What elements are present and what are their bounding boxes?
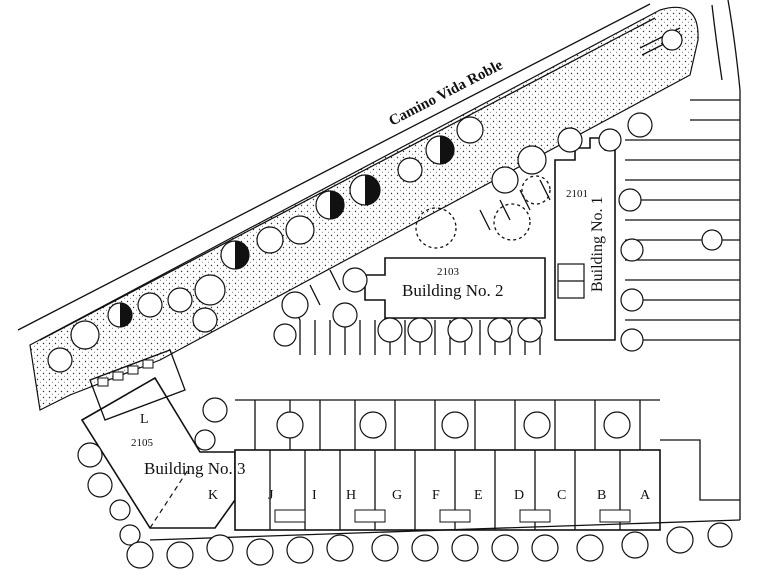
right-boundary-inner bbox=[711, 4, 723, 81]
road-edge-line-inner bbox=[39, 17, 656, 341]
unit-label-e: E bbox=[474, 488, 483, 503]
building-2-number: 2103 bbox=[437, 266, 460, 278]
building-3-label: Building No. 3 bbox=[144, 459, 246, 478]
unit-label-d: D bbox=[514, 488, 524, 503]
building-3-number: 2105 bbox=[131, 437, 154, 449]
walkway-pavers bbox=[97, 359, 154, 387]
unit-label-l: L bbox=[140, 412, 149, 427]
east-entrance bbox=[660, 439, 740, 501]
garage-stalls bbox=[235, 399, 660, 450]
shrubs bbox=[415, 175, 551, 249]
building-3-dash bbox=[149, 469, 189, 529]
south-boundary bbox=[149, 519, 741, 541]
building-2-outline bbox=[364, 257, 546, 319]
road-edge-line bbox=[17, 3, 651, 331]
unit-label-i: I bbox=[312, 488, 317, 503]
building-1-outline bbox=[554, 137, 616, 341]
right-boundary bbox=[727, 0, 741, 520]
unit-label-g: G bbox=[392, 488, 402, 503]
unit-label-a: A bbox=[640, 488, 651, 503]
building-2-label: Building No. 2 bbox=[402, 281, 504, 300]
unit-label-k: K bbox=[208, 488, 218, 503]
unit-label-b: B bbox=[597, 488, 606, 503]
building-1-label: Building No. 1 bbox=[589, 196, 606, 292]
tree-shadows bbox=[120, 136, 454, 327]
unit-patios bbox=[274, 411, 631, 523]
building-1-number: 2101 bbox=[566, 188, 588, 200]
unit-label-j: J bbox=[268, 488, 274, 503]
unit-label-f: F bbox=[432, 488, 440, 503]
unit-label-c: C bbox=[557, 488, 566, 503]
unit-label-h: H bbox=[346, 488, 356, 503]
